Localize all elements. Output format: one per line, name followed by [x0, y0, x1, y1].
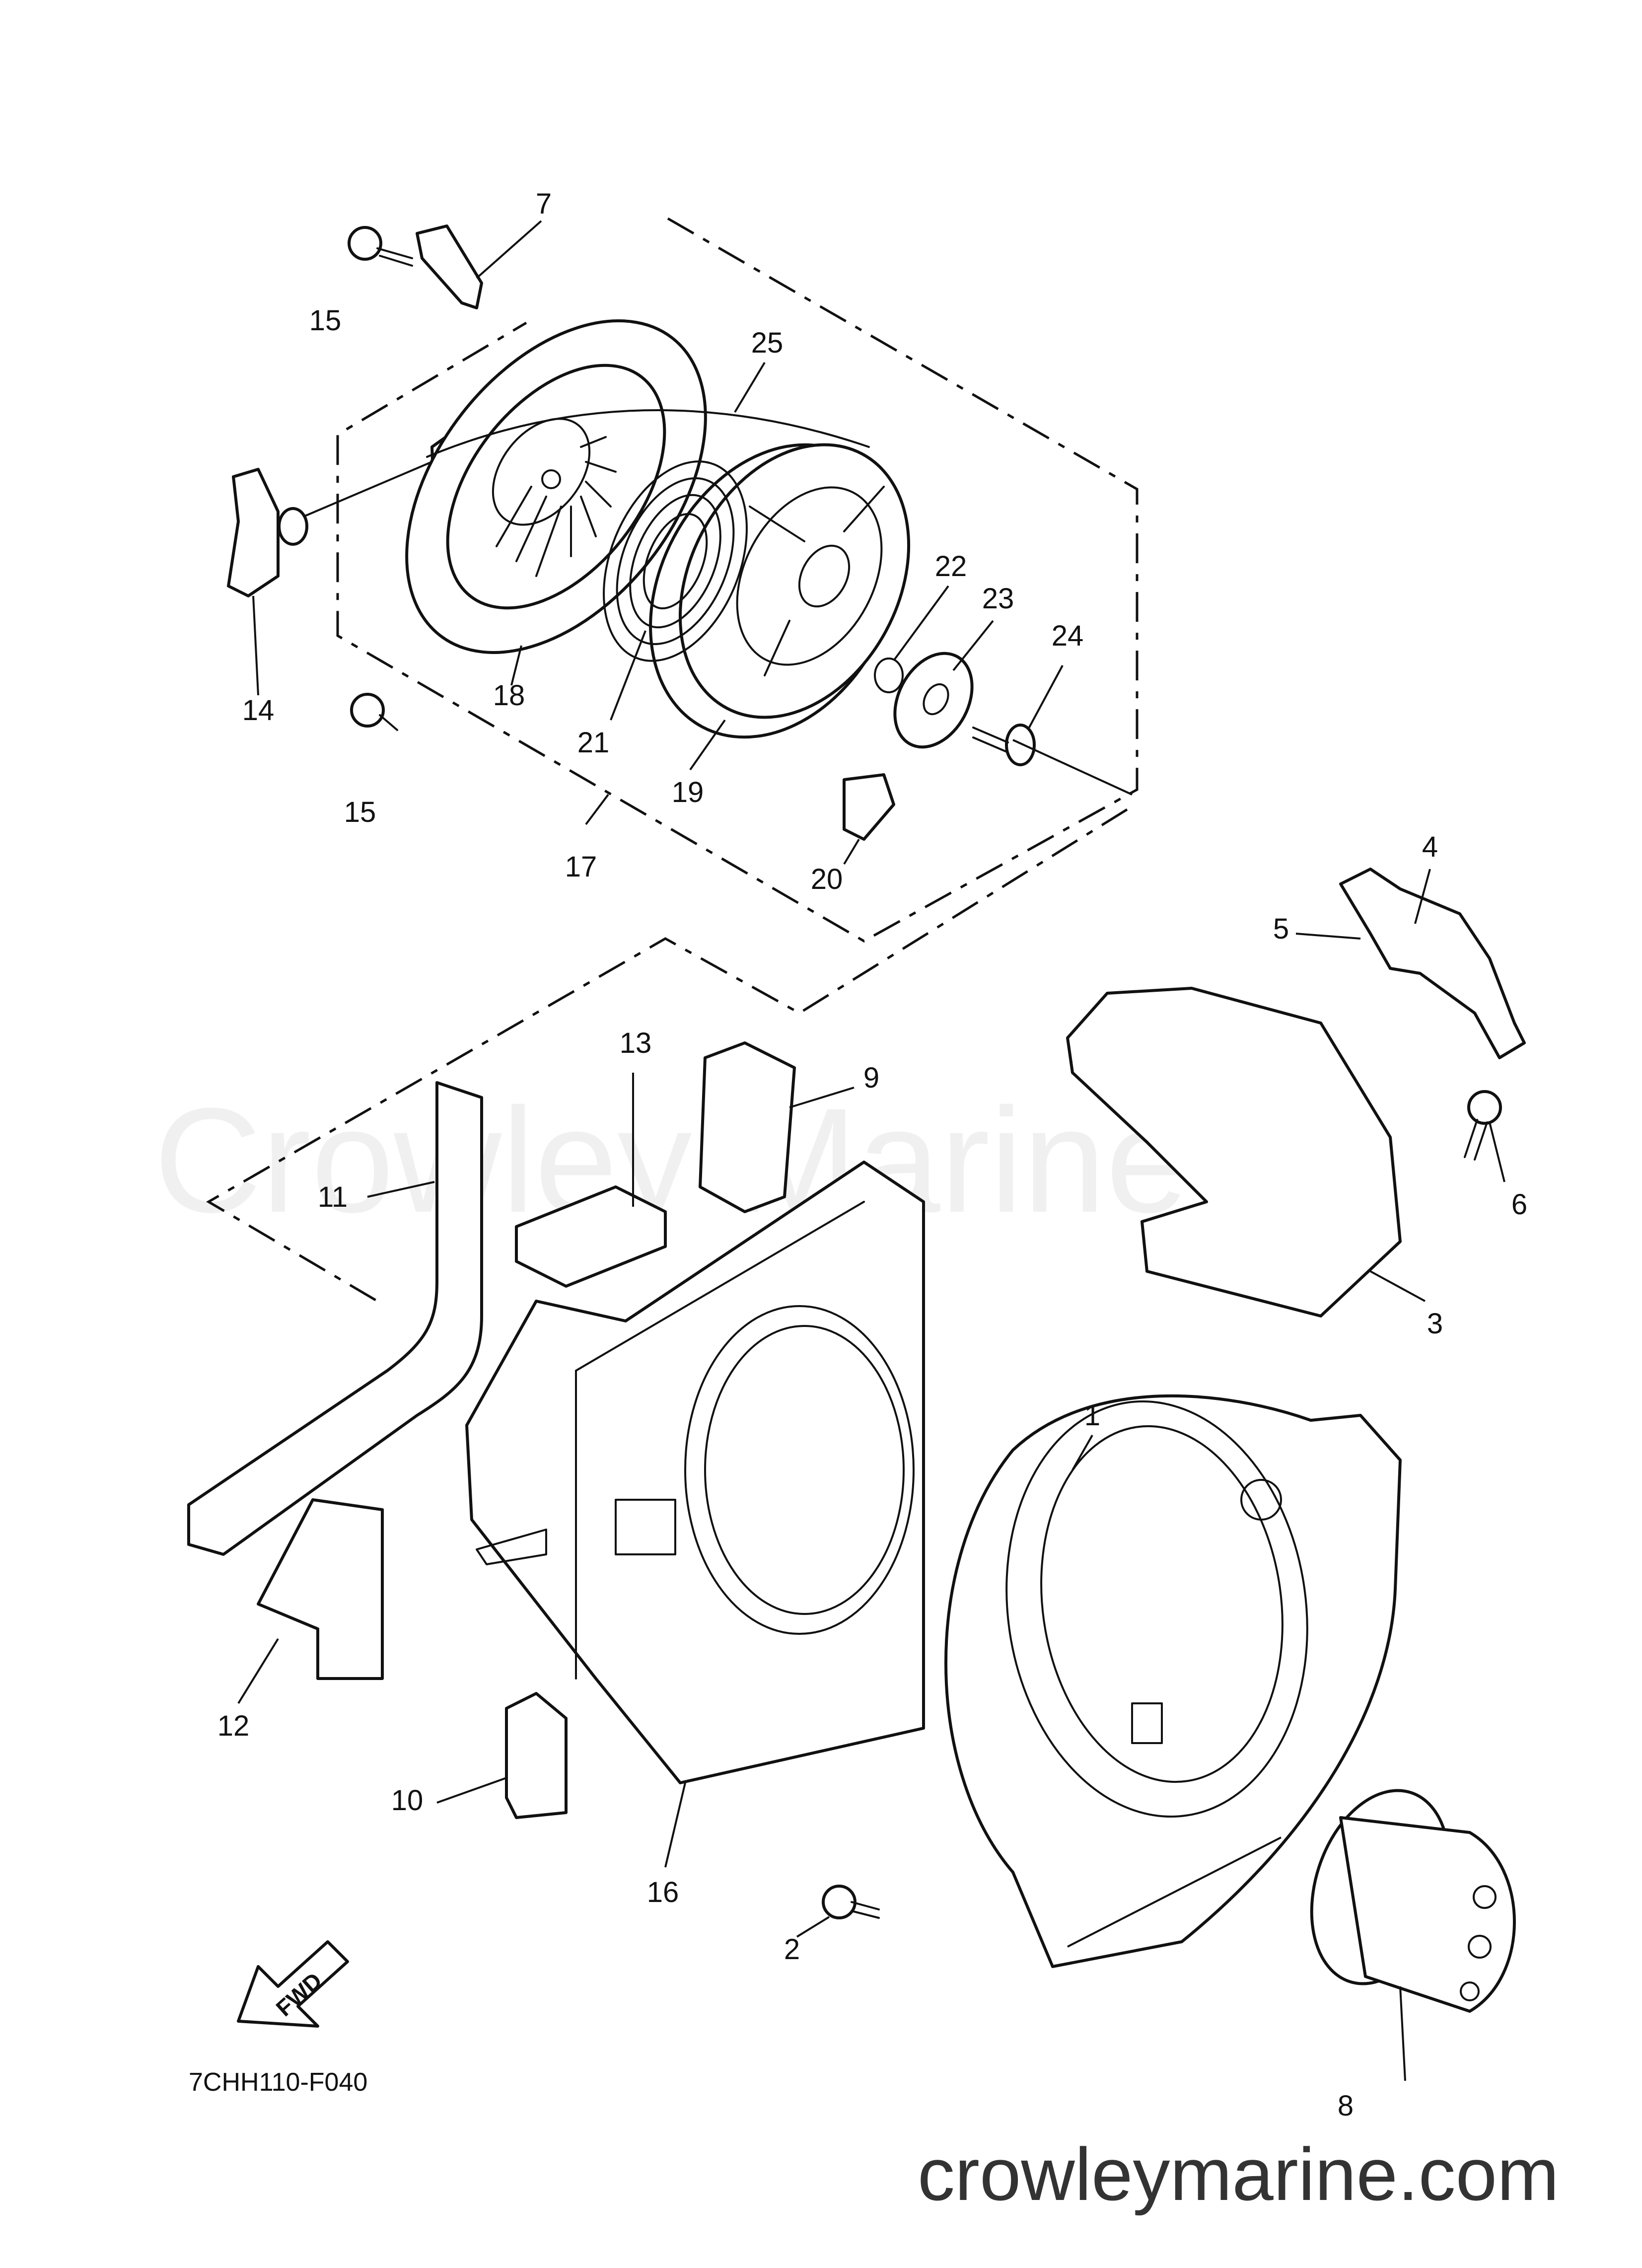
callout-7: 7 — [536, 188, 552, 220]
silencer-duct — [187, 1081, 483, 1556]
spiral-spring — [603, 460, 748, 662]
callout-6: 6 — [1511, 1188, 1527, 1221]
bolt-top — [348, 226, 413, 267]
rope-to-handle — [297, 461, 433, 520]
circlip — [874, 658, 904, 693]
damper-10 — [505, 1692, 568, 1819]
cap — [1310, 1789, 1516, 2013]
callout-21: 21 — [577, 727, 610, 759]
starter-handle — [227, 468, 308, 597]
intake-housing — [465, 1161, 925, 1784]
callout-13: 13 — [620, 1027, 652, 1059]
callout-20: 20 — [811, 863, 843, 895]
callout-24: 24 — [1052, 620, 1084, 652]
watermark-text: Crowley Marine — [154, 1077, 1189, 1244]
callout-23: 23 — [982, 583, 1014, 615]
bolt-6 — [1464, 1090, 1502, 1161]
group-boundary — [206, 808, 1128, 1303]
callout-10: 10 — [391, 1784, 424, 1817]
callout-8: 8 — [1338, 2090, 1354, 2122]
callout-18: 18 — [493, 679, 525, 712]
rope-stopper — [416, 224, 483, 309]
callout-14: 14 — [242, 694, 275, 727]
damper-12 — [257, 1498, 384, 1680]
fwd-arrow-icon: FWD — [237, 1940, 349, 2028]
bolt-2 — [822, 1885, 880, 1919]
callout-11: 11 — [318, 1181, 348, 1213]
callout-1: 1 — [1084, 1399, 1100, 1432]
callout-19: 19 — [672, 776, 704, 808]
callout-22: 22 — [935, 550, 967, 583]
callout-12: 12 — [217, 1710, 250, 1742]
starter-rope — [426, 409, 870, 458]
callout-15-top: 15 — [309, 304, 342, 337]
callout-15-bottom: 15 — [344, 796, 376, 828]
damper-9 — [699, 1041, 796, 1213]
damper-13 — [515, 1185, 667, 1288]
washer — [893, 652, 974, 749]
callout-16: 16 — [647, 1876, 679, 1908]
callout-25: 25 — [751, 327, 784, 359]
fan-cover — [944, 1394, 1402, 1968]
callout-5: 5 — [1273, 913, 1289, 945]
footer-url: crowleymarine.com — [918, 2132, 1559, 2216]
drive-pawl — [843, 773, 895, 841]
bolt-bottom — [350, 693, 398, 731]
callout-2: 2 — [784, 1933, 800, 1966]
pulley-bolt — [972, 724, 1036, 766]
callout-9: 9 — [863, 1062, 879, 1094]
leader-lines — [237, 220, 1505, 2081]
callout-17: 17 — [565, 851, 597, 883]
bracket — [1339, 868, 1526, 1059]
cover-clip — [1066, 987, 1402, 1317]
diagram-code: 7CHH110-F040 — [189, 2068, 367, 2097]
assembly-boundary — [336, 217, 1139, 943]
pulley — [649, 443, 911, 739]
callout-4: 4 — [1422, 831, 1438, 863]
callout-3: 3 — [1427, 1308, 1443, 1340]
